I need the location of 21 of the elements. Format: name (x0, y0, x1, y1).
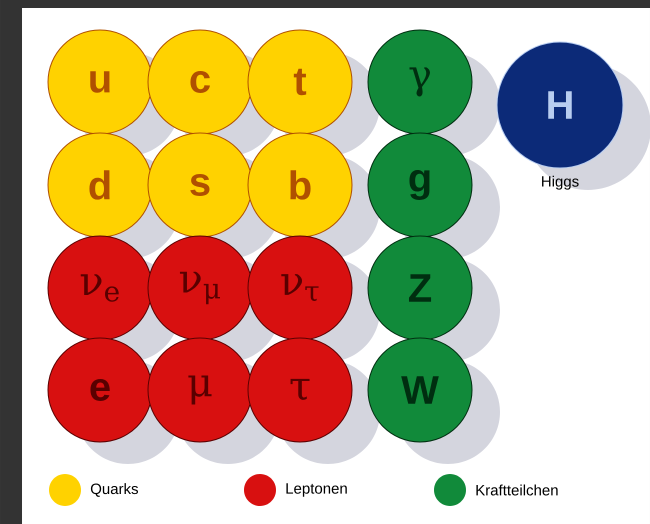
particle-sphere: ν$_{μ}$ (148, 236, 252, 340)
particle-sphere: g (368, 132, 472, 238)
particle-sphere: Z (368, 236, 472, 340)
particle-sphere: τ (248, 338, 352, 442)
particle-sphere: b (248, 132, 352, 238)
particle-sphere: c (148, 30, 252, 134)
legend-label: Quarks (90, 483, 138, 497)
particle-sphere: ν$_{τ}$ (248, 236, 352, 340)
particle-sphere: u (48, 30, 152, 134)
particle-sphere: e (48, 338, 152, 442)
particle-sphere: s (148, 132, 252, 238)
particle-sphere: γ (368, 30, 472, 134)
particle-sphere: μ (148, 338, 252, 442)
legend-label: Leptonen (286, 483, 347, 497)
particle-sphere: H (496, 42, 624, 168)
legend-label: Kraftteilchen (476, 484, 558, 496)
particle-sphere: W (368, 338, 472, 442)
particle-name: Higgs (542, 176, 579, 190)
particle-sphere: ν$_{e}$ (48, 236, 152, 340)
particle-sphere: d (48, 132, 152, 238)
particle-sphere: t (248, 30, 352, 134)
